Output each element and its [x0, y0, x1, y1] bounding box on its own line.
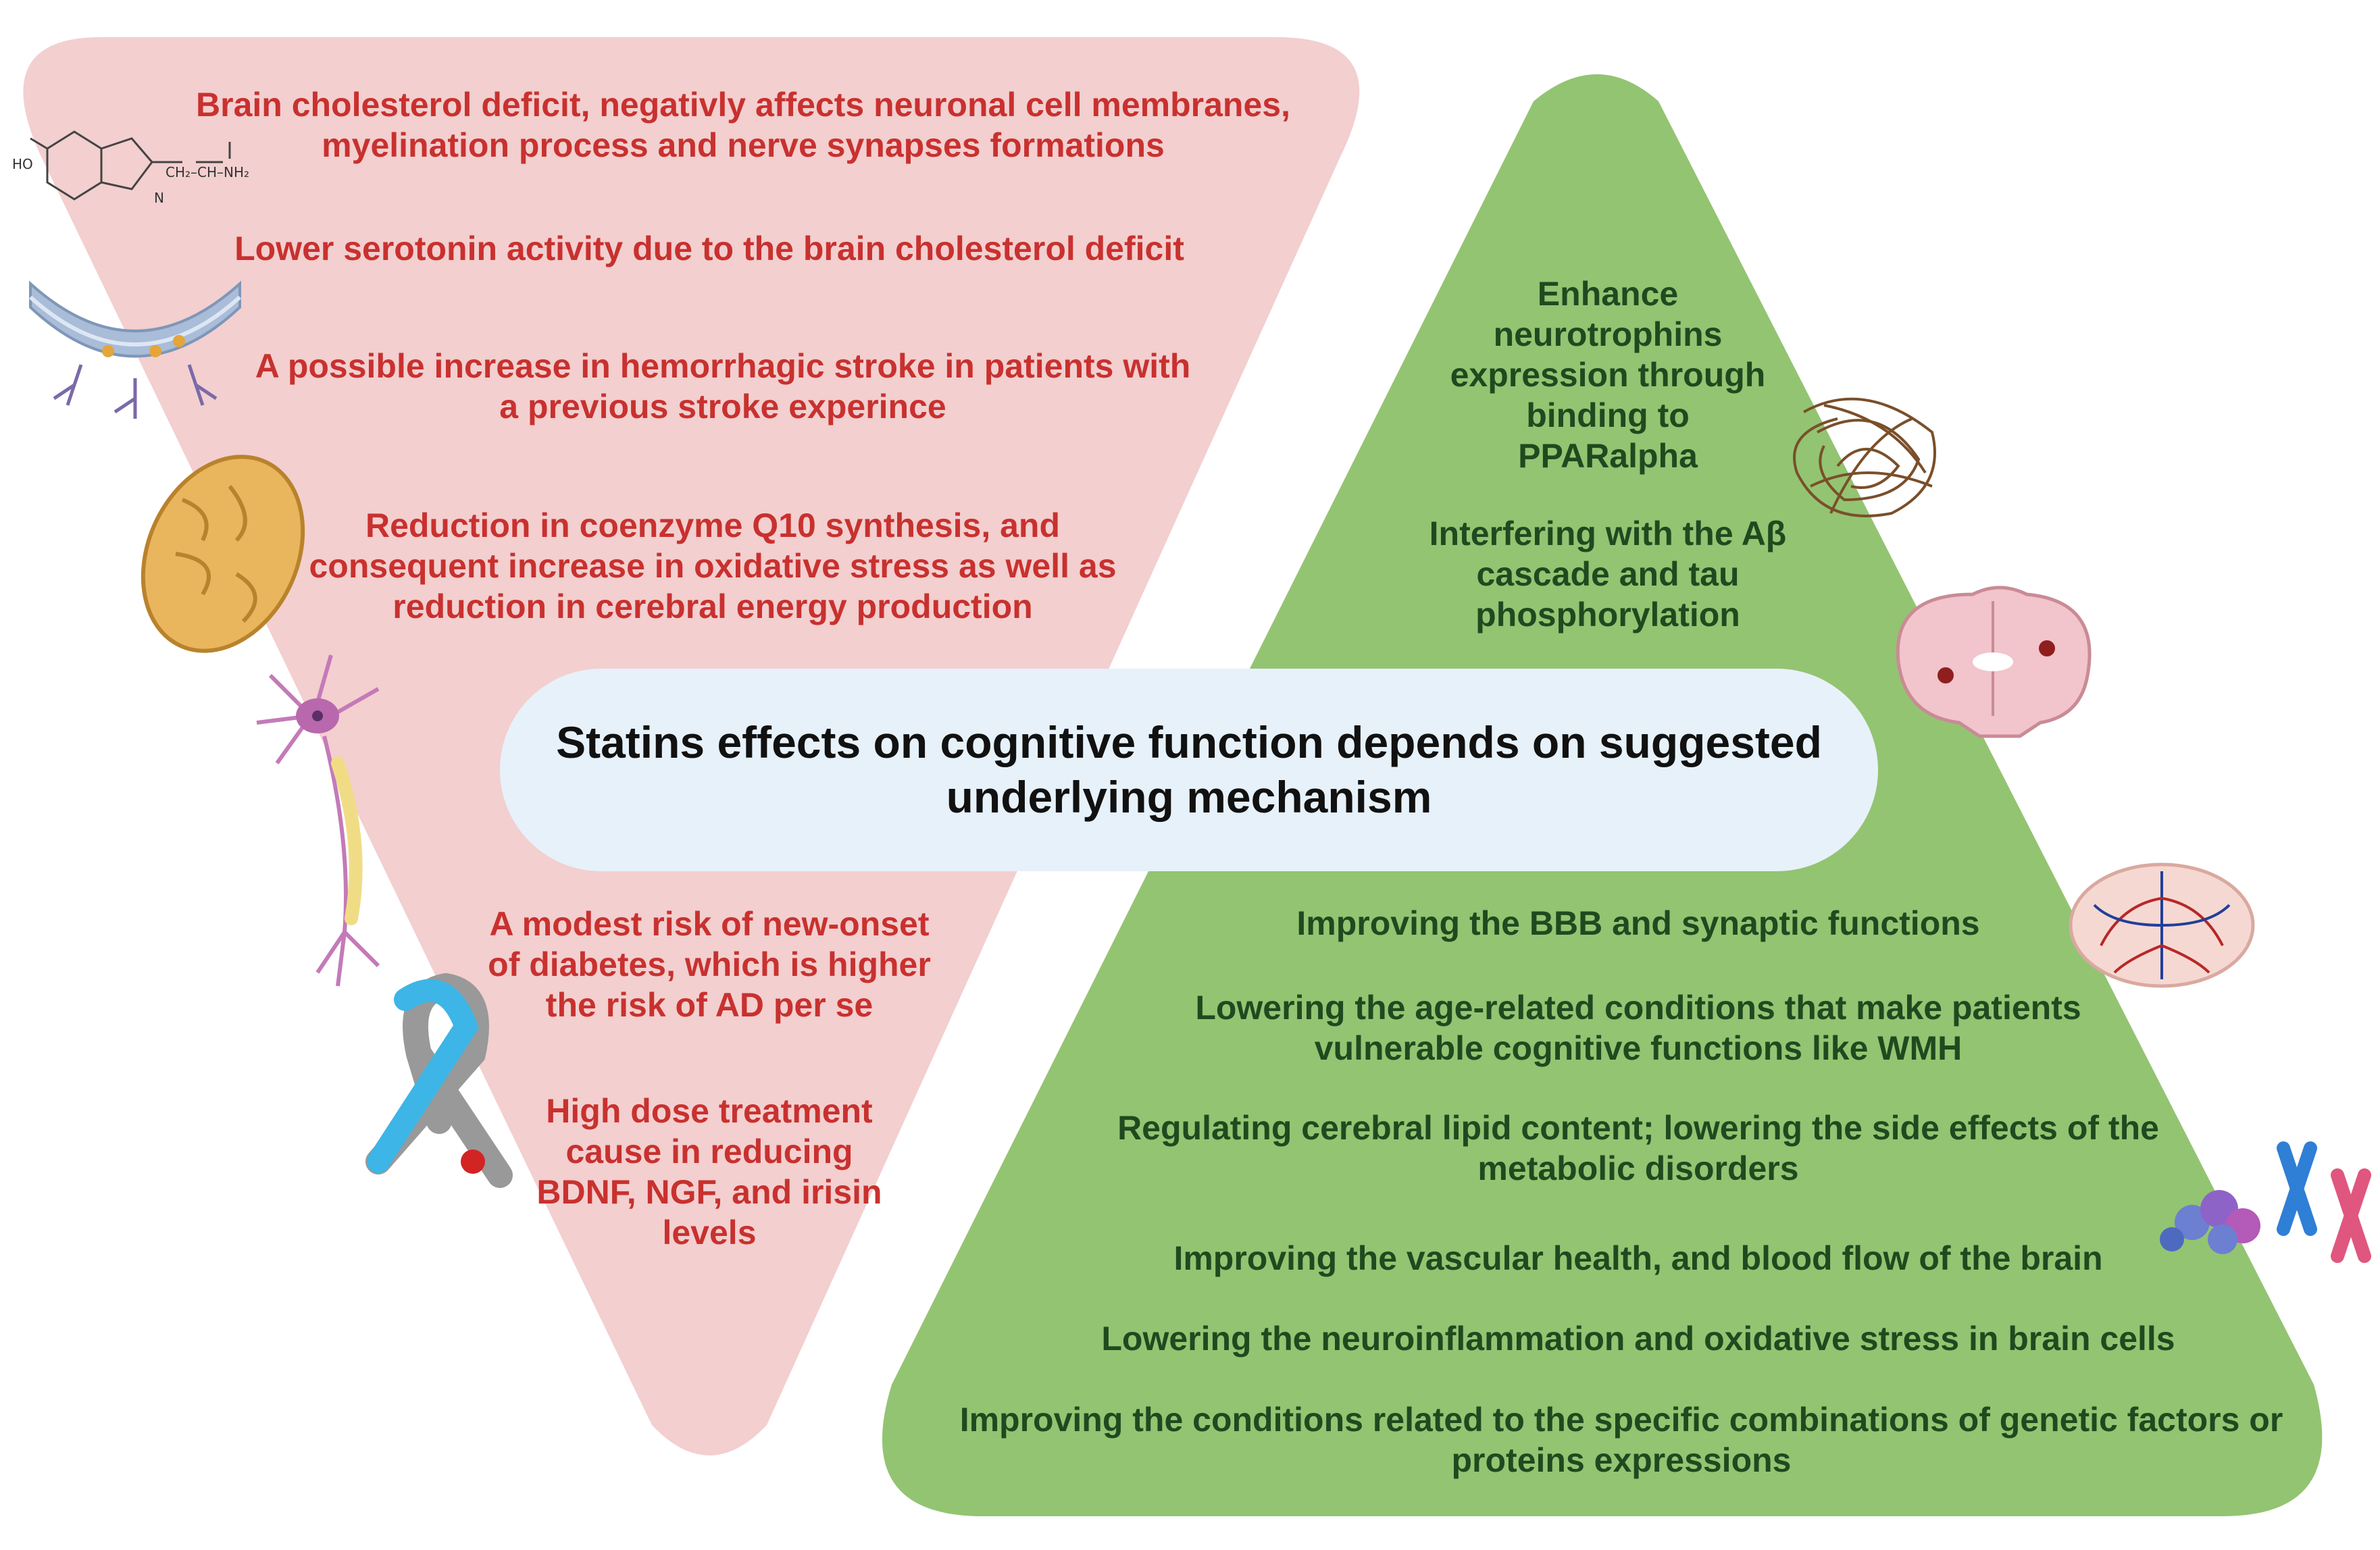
center-title: Statins effects on cognitive function de…: [556, 717, 1822, 822]
chromosome-protein-icon: [2160, 1141, 2371, 1263]
cell-membrane-icon: [28, 280, 242, 419]
negative-effect-coq10: Reduction in coenzyme Q10 synthesis, and…: [309, 507, 1117, 625]
negative-effect-diabetes: A modest risk of new-onset of diabetes, …: [488, 905, 931, 1024]
mitochondrion-icon: [141, 455, 305, 653]
center-title-box: Statins effects on cognitive function de…: [500, 669, 1878, 871]
negative-effect-high-dose: High dose treatment cause in reducing BD…: [536, 1092, 882, 1251]
hydroxyl-label: HO: [12, 156, 33, 172]
positive-effect-lipid: Regulating cerebral lipid content; lower…: [1117, 1109, 2159, 1187]
positive-effect-vascular: Improving the vascular health, and blood…: [1173, 1239, 2103, 1277]
serotonin-molecule-icon: HO CH₂–CH–NH₂ N: [12, 130, 249, 206]
side-chain-label: CH₂–CH–NH₂: [166, 164, 249, 180]
positive-effect-abeta-tau: Interfering with the Aβ cascade and tau …: [1429, 515, 1787, 634]
positive-effect-genetic: Improving the conditions related to the …: [959, 1401, 2283, 1479]
positive-effect-bbb: Improving the BBB and synaptic functions: [1296, 904, 1980, 942]
brain-coronal-icon: [1896, 586, 2092, 738]
positive-effect-neurotrophins: Enhance neurotrophins expression through…: [1450, 275, 1766, 475]
negative-effect-cholesterol-membranes: Brain cholesterol deficit, negativly aff…: [196, 86, 1290, 164]
neuron-icon: [256, 654, 380, 987]
negative-effect-hemorrhagic-stroke: A possible increase in hemorrhagic strok…: [255, 347, 1191, 425]
positive-effect-age-related: Lowering the age-related conditions that…: [1195, 989, 2081, 1067]
ring-nitrogen-label: N: [154, 190, 164, 206]
fiber-tangle-icon: [1793, 397, 1936, 517]
brain-vessels-icon: [2069, 862, 2255, 988]
negative-effect-serotonin: Lower serotonin activity due to the brai…: [234, 230, 1184, 267]
awareness-ribbon-icon: [365, 973, 513, 1188]
positive-effect-neuroinflammation: Lowering the neuroinflammation and oxida…: [1101, 1320, 2175, 1358]
